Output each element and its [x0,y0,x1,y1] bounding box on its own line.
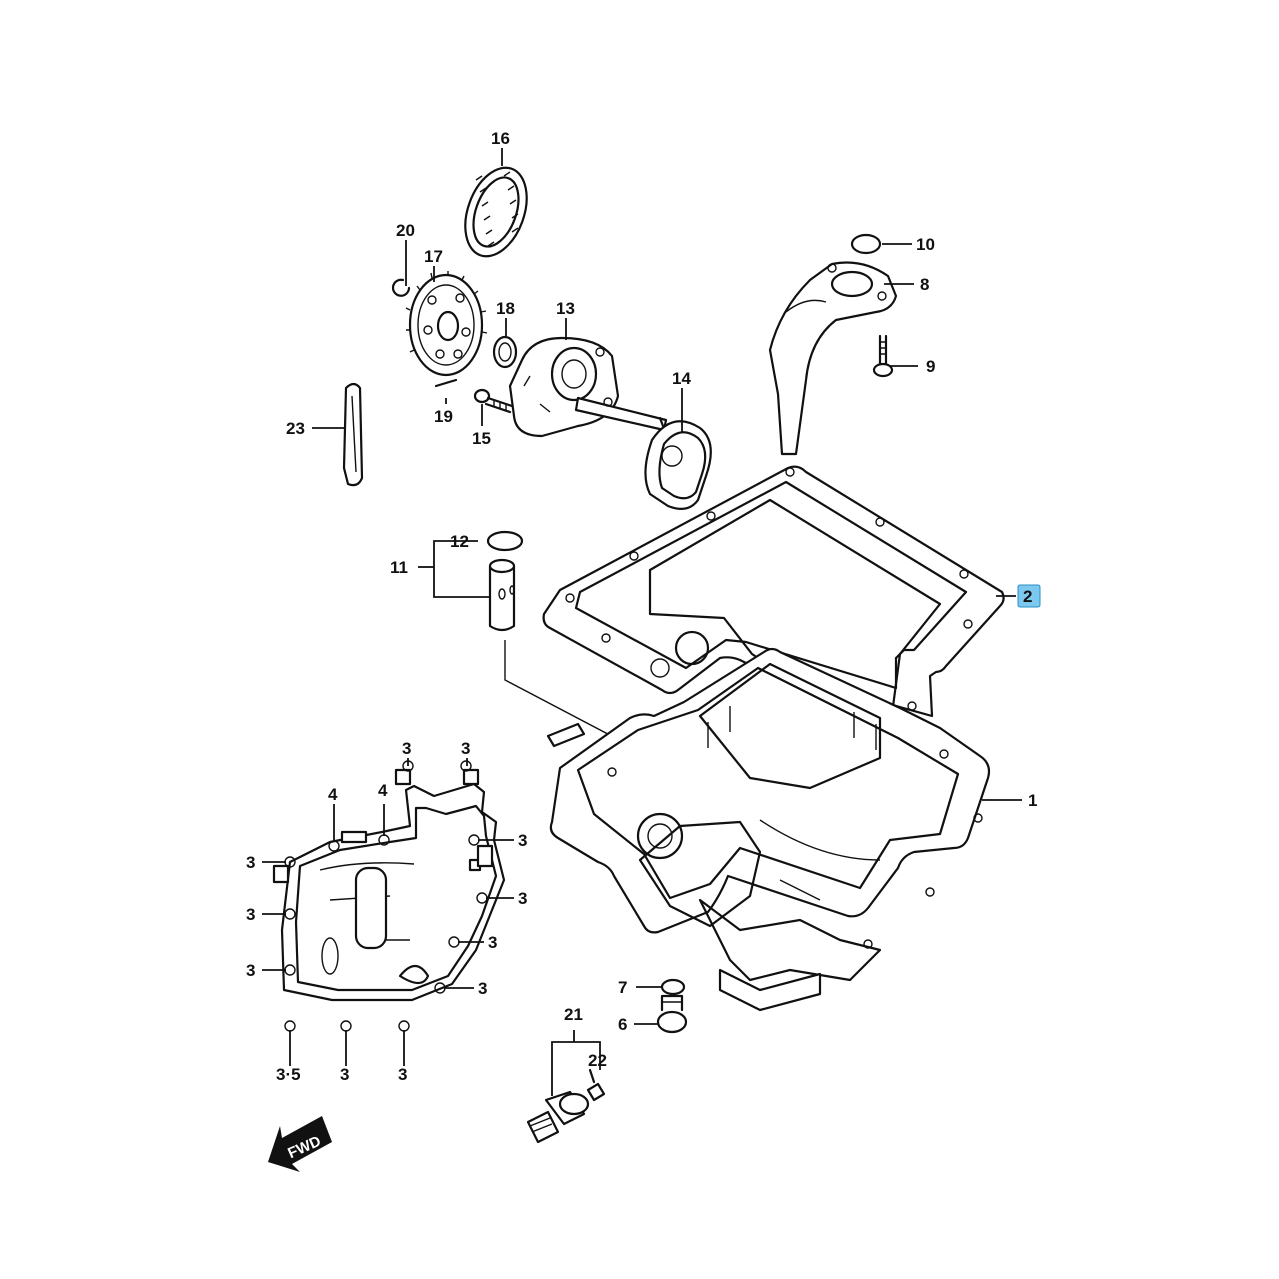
part-16-sprocket-ring[interactable] [454,159,538,265]
callout-6[interactable]: 6 [618,1015,627,1034]
callout-19[interactable]: 19 [434,407,453,426]
part-7-washer[interactable] [660,978,686,996]
part-12-o-ring[interactable] [486,530,524,552]
leader-lines [262,148,1022,1096]
callout-22[interactable]: 22 [588,1051,607,1070]
part-19-pin[interactable] [434,378,458,388]
callout-14[interactable]: 14 [672,369,691,388]
callout-3[interactable]: 3 [461,739,470,758]
callout-1[interactable]: 1 [1028,791,1037,810]
part-1-oil-pan[interactable] [546,647,991,1012]
callout-13[interactable]: 13 [556,299,575,318]
part-13-oil-pump[interactable] [508,336,668,440]
callout-4[interactable]: 4 [328,785,338,804]
part-15-bolt[interactable] [473,388,514,414]
callout-2-highlighted[interactable]: 2 [1017,584,1041,608]
part-6-drain-plug[interactable] [656,994,688,1034]
part-21-oil-pressure-switch[interactable] [526,1090,590,1144]
part-8-strainer[interactable] [768,261,898,456]
part-11-oil-pipe[interactable] [488,558,516,632]
part-22-screw[interactable] [586,1068,606,1102]
oil-pan-cover-gasket[interactable] [272,760,506,1032]
callout-21[interactable]: 21 [564,1005,583,1024]
callout-10[interactable]: 10 [916,235,935,254]
callout-18[interactable]: 18 [496,299,515,318]
callout-12[interactable]: 12 [450,532,469,551]
fwd-arrow-icon: FWD [268,1116,332,1172]
callout-3[interactable]: 3 [518,831,527,850]
part-18-washer[interactable] [492,335,518,369]
callout-3[interactable]: 3 [340,1065,349,1084]
callout-17[interactable]: 17 [424,247,443,266]
callout-4[interactable]: 4 [378,781,388,800]
part-9-bolt[interactable] [872,334,894,378]
callout-9[interactable]: 9 [926,357,935,376]
callout-15[interactable]: 15 [472,429,491,448]
callout-3[interactable]: 3 [398,1065,407,1084]
part-14-gasket[interactable] [644,420,712,511]
callout-2[interactable]: 2 [1023,587,1032,606]
callout-16[interactable]: 16 [491,129,510,148]
part-10-o-ring[interactable] [850,233,882,255]
part-2-oil-pan-gasket[interactable] [542,465,1005,783]
callout-3[interactable]: 3 [478,979,487,998]
callout-3[interactable]: 3 [246,853,255,872]
part-23-chain-guide[interactable] [342,382,364,487]
callout-3[interactable]: 3 [246,905,255,924]
part-20-circlip[interactable] [391,278,411,297]
callout-8[interactable]: 8 [920,275,929,294]
callout-3[interactable]: 3 [518,889,527,908]
callout-7[interactable]: 7 [618,978,627,997]
callout-11[interactable]: 11 [390,558,408,577]
callout-23[interactable]: 23 [286,419,305,438]
callout-3[interactable]: 3 [246,961,255,980]
callout-3[interactable]: 3 [488,933,497,952]
part-17-pump-gear[interactable] [405,271,488,377]
callout-20[interactable]: 20 [396,221,415,240]
callout-3[interactable]: 3 [402,739,411,758]
callout-3-5[interactable]: 3·5 [276,1065,301,1084]
